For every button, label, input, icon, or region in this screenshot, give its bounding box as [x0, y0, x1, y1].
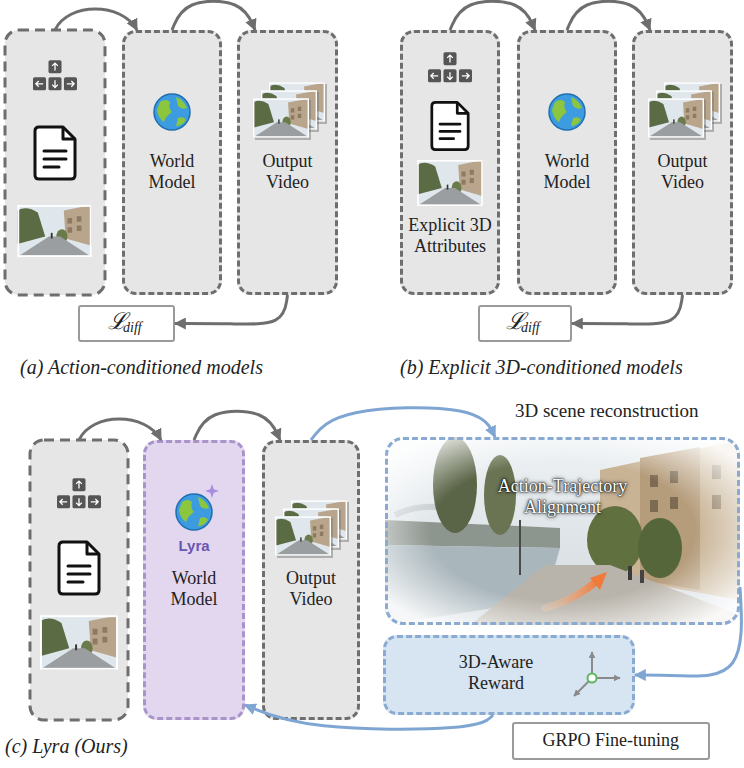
axis — [574, 678, 592, 696]
input-arrow — [55, 9, 137, 30]
axes-icon — [574, 652, 620, 696]
loss-box: ℒdiff — [478, 305, 572, 342]
flow-arrow — [635, 587, 741, 676]
globe-icon — [154, 94, 190, 130]
model-box: World Model — [122, 30, 222, 295]
flow-arrow — [194, 411, 280, 440]
node-text: GRPO Fine-tuning — [543, 730, 680, 751]
image-thumbnail — [417, 160, 483, 206]
video-frames — [253, 82, 327, 140]
flow-arrow — [245, 705, 493, 729]
scene-illustration — [385, 437, 740, 625]
flow-arrow — [311, 408, 495, 440]
flow-arrow — [572, 295, 683, 324]
sparkle — [205, 484, 219, 498]
output-box: Output Video — [262, 440, 360, 720]
arrow-keys-icon — [33, 60, 77, 90]
node-text: Action-Trajectory Alignment — [463, 476, 663, 517]
connector-layer — [172, 1, 741, 729]
image-thumbnail — [40, 615, 118, 670]
flow-arrow — [450, 1, 535, 30]
scene-box: Action-Trajectory Alignment — [385, 437, 740, 625]
document-icon — [59, 542, 99, 594]
node-text: diff — [123, 320, 142, 336]
panel-caption: (c) Lyra (Ours) — [5, 735, 128, 758]
input-box — [30, 440, 128, 720]
loss-box: ℒdiff — [78, 305, 175, 342]
node-text: World Model — [532, 151, 602, 192]
flow-arrow — [172, 1, 255, 30]
node-text: World Model — [137, 151, 207, 192]
method-box: GRPO Fine-tuning — [512, 722, 710, 760]
node-text: Output Video — [276, 568, 346, 609]
input-arrow — [79, 419, 161, 440]
reward-box: 3D-Aware Reward — [383, 635, 635, 715]
document-icon — [35, 127, 75, 179]
node-text: diff — [521, 320, 540, 336]
panel-caption: (b) Explicit 3D-conditioned models — [400, 356, 683, 379]
node-text: Output Video — [253, 151, 323, 192]
node-text: Output Video — [648, 151, 718, 192]
input-box — [5, 30, 105, 295]
document-icon — [432, 102, 468, 149]
flow-arrow — [567, 1, 650, 30]
node-text: Explicit 3D Attributes — [405, 215, 495, 256]
output-box: Output Video — [632, 30, 733, 295]
input-box: Explicit 3D Attributes — [400, 30, 500, 295]
video-frames — [275, 500, 349, 558]
globe-icon — [176, 494, 212, 530]
node-text: Lyra — [179, 537, 210, 554]
node-text: World Model — [159, 568, 229, 609]
sky — [385, 437, 740, 625]
image-thumbnail — [17, 205, 91, 257]
video-frames — [648, 82, 722, 140]
vignette — [385, 437, 740, 625]
axis — [592, 677, 620, 679]
axis-origin — [588, 674, 597, 683]
model-box: LyraWorld Model — [143, 440, 245, 720]
panel-caption: (a) Action-conditioned models — [20, 356, 263, 379]
node-text: 3D-Aware Reward — [441, 652, 551, 693]
globe-icon — [549, 94, 585, 130]
output-box: Output Video — [237, 30, 338, 295]
edge-label: 3D scene reconstruction — [515, 400, 699, 422]
flow-arrow — [175, 295, 288, 324]
arrow-keys-icon — [428, 52, 472, 82]
axis — [591, 652, 593, 678]
model-box: World Model — [517, 30, 617, 295]
arrow-keys-icon — [57, 478, 101, 508]
